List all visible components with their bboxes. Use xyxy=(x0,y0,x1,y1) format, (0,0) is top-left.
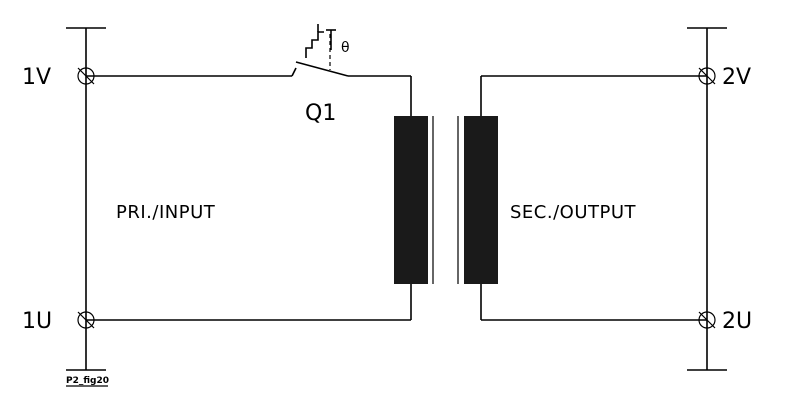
secondary-bus xyxy=(687,27,727,371)
terminal-1u-icon xyxy=(77,311,95,329)
terminal-label-2u: 2U xyxy=(722,309,752,334)
thermal-switch-icon xyxy=(291,24,349,77)
terminal-1v-icon xyxy=(77,67,95,85)
transformer-core xyxy=(394,116,498,284)
primary-top-wire xyxy=(86,75,412,116)
secondary-side-label: SEC./OUTPUT xyxy=(510,202,637,223)
terminal-label-2v: 2V xyxy=(722,65,751,90)
switch-label: Q1 xyxy=(305,101,336,126)
terminal-label-1u: 1U xyxy=(22,309,52,334)
terminal-2u-icon xyxy=(698,311,716,329)
primary-bottom-wire xyxy=(86,284,412,321)
secondary-top-wire xyxy=(480,75,707,116)
primary-coil xyxy=(394,116,428,284)
thermal-symbol: θ xyxy=(341,40,350,56)
terminal-label-1v: 1V xyxy=(22,65,51,90)
terminal-2v-icon xyxy=(698,67,716,85)
secondary-bottom-wire xyxy=(480,284,707,321)
primary-side-label: PRI./INPUT xyxy=(116,202,216,223)
primary-bus xyxy=(66,27,106,371)
figure-id: P2_fig20 xyxy=(66,376,109,386)
secondary-coil xyxy=(464,116,498,284)
